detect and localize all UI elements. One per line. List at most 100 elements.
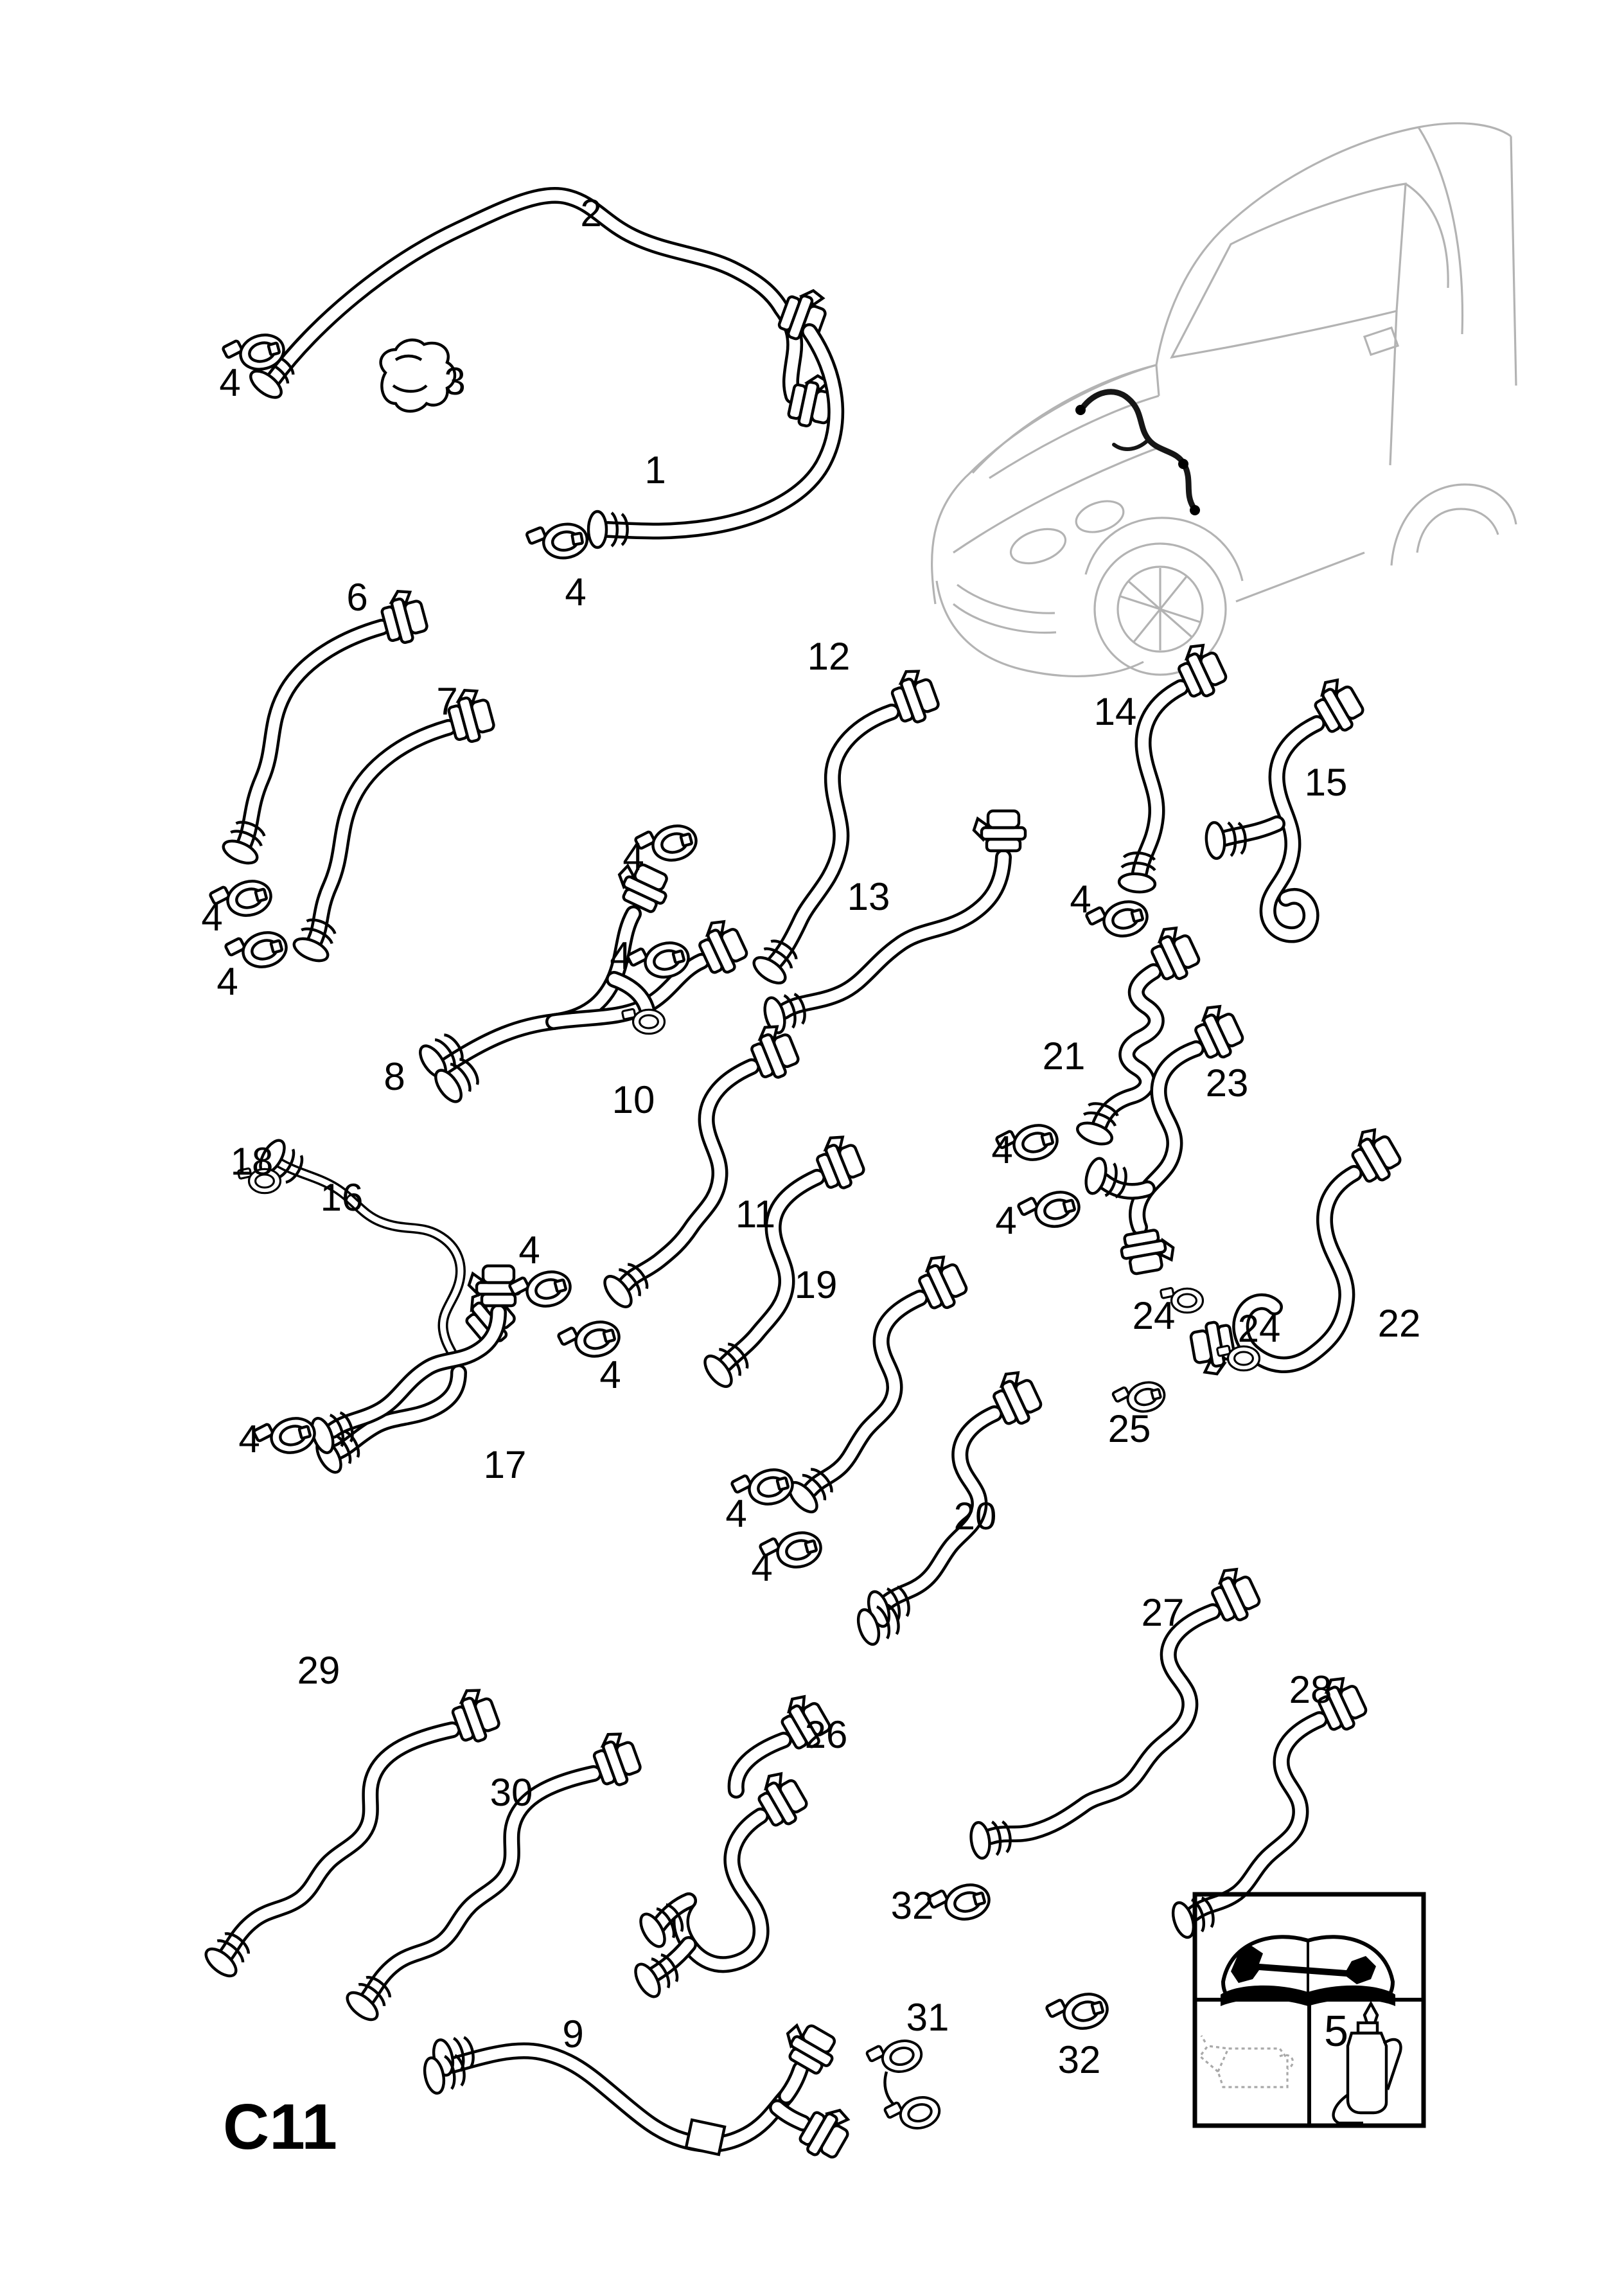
- hose-29-drawing: [202, 1684, 503, 1981]
- clip-3-drawing: [379, 338, 457, 413]
- highlighted-hose-location: [1079, 389, 1197, 511]
- hose-tube-inner: [1262, 718, 1323, 941]
- clamp-icon: [1045, 1988, 1111, 2037]
- legend-ref-label: 5: [1324, 2007, 1348, 2056]
- callout-4-label: 4: [565, 571, 586, 614]
- clamp-icon: [508, 1266, 574, 1315]
- callout-3-label: 3: [444, 360, 465, 403]
- callout-8-label: 8: [384, 1055, 405, 1098]
- callout-26-label: 26: [805, 1713, 848, 1756]
- bracket-31-drawing: [865, 2036, 942, 2136]
- hose-tube-inner: [238, 621, 387, 850]
- hose-tube-inner: [1134, 682, 1187, 878]
- callout-31-label: 31: [906, 1996, 949, 2039]
- hose-tube-inner: [309, 722, 454, 947]
- hose-tube-inner: [805, 1292, 926, 1495]
- callout-32-label: 32: [891, 1884, 934, 1927]
- hose-tube-inner: [778, 851, 1009, 1017]
- callout-32-label: 32: [1058, 2038, 1101, 2081]
- callout-12-label: 12: [808, 635, 851, 678]
- callout-4-label: 4: [751, 1546, 772, 1589]
- hose-20-drawing: [854, 1366, 1045, 1647]
- callout-14-label: 14: [1094, 690, 1137, 733]
- hose-28-drawing: [1169, 1672, 1370, 1940]
- callout-20-label: 20: [954, 1495, 997, 1538]
- hose-tube-inner: [1188, 1714, 1325, 1919]
- hose-15-drawing: [1205, 673, 1368, 943]
- hose-17-drawing: [308, 1266, 520, 1455]
- hose-tube-inner: [608, 974, 653, 1017]
- clamp-icon: [865, 2036, 924, 2079]
- callout-4-label: 4: [991, 1128, 1012, 1171]
- callout-28-label: 28: [1289, 1668, 1332, 1711]
- hose-tube-inner: [327, 1306, 504, 1436]
- hose-12-drawing: [750, 665, 942, 988]
- connector-icon: [974, 811, 1025, 851]
- callout-17-label: 17: [484, 1443, 527, 1486]
- connector-icon: [1119, 1227, 1177, 1276]
- hose-tube-inner: [881, 1408, 1000, 1608]
- callout-9-label: 9: [562, 2013, 583, 2056]
- car-location-illustration: [931, 122, 1517, 678]
- callout-23-label: 23: [1206, 1062, 1249, 1105]
- callout-29-label: 29: [297, 1649, 340, 1692]
- callout-7-label: 7: [436, 680, 457, 723]
- hose-tube-inner: [1235, 1168, 1360, 1371]
- callout-6-label: 6: [346, 576, 367, 619]
- clamp-icon: [1085, 896, 1151, 945]
- callout-4-label: 4: [201, 896, 222, 939]
- hose-30-drawing: [343, 1728, 644, 2025]
- callout-4-label: 4: [219, 361, 240, 404]
- hose-6-drawing: [220, 587, 430, 868]
- hose-21-drawing: [1075, 921, 1203, 1148]
- callout-13-label: 13: [847, 875, 890, 918]
- hose-tube-inner: [985, 1606, 1219, 1842]
- callout-21-label: 21: [1043, 1035, 1086, 1078]
- hose-16-drawing: [256, 1137, 520, 1476]
- callout-1-label: 1: [644, 449, 666, 492]
- callout-4-label: 4: [725, 1492, 746, 1535]
- hose-tube-inner: [602, 326, 842, 537]
- hose-11-drawing: [700, 1131, 868, 1391]
- callout-15-label: 15: [1305, 761, 1348, 804]
- hose-tube-inner: [1098, 1175, 1153, 1197]
- hose-tube-inner: [220, 1724, 458, 1960]
- clamp-icon: [927, 1879, 993, 1928]
- clamp-icon: [252, 1412, 319, 1461]
- hose-27-drawing: [969, 1563, 1264, 1860]
- open-book-wrench-icon: [1221, 1935, 1395, 2006]
- hose-tube-inner: [769, 706, 897, 968]
- hose-tube-inner: [439, 908, 639, 1072]
- callout-25-label: 25: [1108, 1407, 1151, 1450]
- callout-4-label: 4: [238, 1418, 260, 1461]
- hose-tube-inner: [446, 2045, 792, 2150]
- callout-24-label: 24: [1133, 1294, 1176, 1337]
- callout-10-label: 10: [612, 1078, 655, 1121]
- page-code: C11: [223, 2091, 337, 2163]
- callout-16-label: 16: [321, 1176, 364, 1219]
- hose-tube-inner: [620, 1061, 757, 1290]
- callout-4-label: 4: [1070, 878, 1091, 921]
- hose-sleeve: [684, 2118, 727, 2156]
- callout-18-label: 18: [231, 1140, 274, 1183]
- hose-tube-inner: [362, 1768, 599, 2004]
- callout-27-label: 27: [1142, 1591, 1185, 1634]
- clamp-icon: [525, 520, 590, 564]
- hose-tube-inner: [268, 190, 800, 402]
- connector-icon: [378, 587, 430, 646]
- hose-tube-inner: [730, 1734, 790, 1796]
- hose-tube-inner: [274, 1159, 464, 1376]
- hose-tube-inner: [720, 1171, 823, 1369]
- callout-24-label: 24: [1238, 1307, 1281, 1350]
- hose-7-drawing: [291, 686, 497, 966]
- callout-2-label: 2: [580, 191, 601, 235]
- oil-can-icon: [1198, 2035, 1294, 2088]
- hose-1-drawing: [525, 323, 845, 564]
- hose-22-drawing: [1189, 1123, 1405, 1377]
- hose-10-drawing: [600, 1020, 802, 1311]
- connector-icon: [797, 2100, 857, 2164]
- hose-tube-inner: [1216, 818, 1283, 845]
- hose-9-drawing: [421, 2017, 856, 2165]
- callout-30-label: 30: [490, 1771, 533, 1814]
